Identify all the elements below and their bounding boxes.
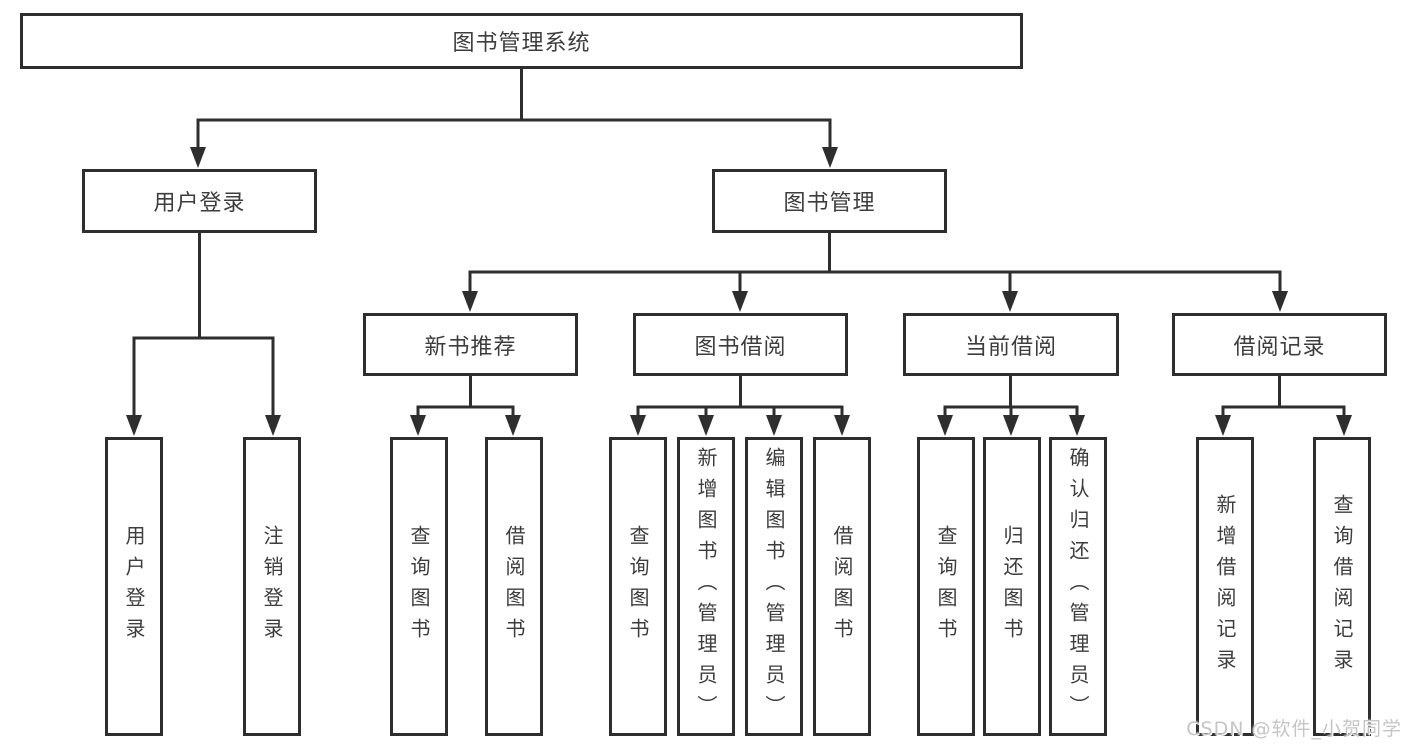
node-user-login: 用户登录	[82, 169, 317, 233]
arrowhead-down-icon	[1272, 291, 1288, 312]
arrowhead-down-icon	[1215, 415, 1231, 436]
edge-level3-bus	[468, 270, 1282, 293]
arrowhead-down-icon	[937, 415, 953, 436]
edge-level2-bus	[196, 118, 832, 149]
leaf-label: 借阅图书	[502, 524, 526, 649]
leaf-label: 归还图书	[1000, 524, 1024, 649]
leaf-label: 查询图书	[934, 524, 958, 649]
arrowhead-down-icon	[126, 415, 142, 436]
edge-newbook-bus	[416, 405, 515, 417]
arrowhead-down-icon	[190, 147, 206, 168]
leaf-query-book: 查询图书	[609, 437, 667, 736]
node-current-borrow: 当前借阅	[903, 313, 1119, 376]
node-book-borrow: 图书借阅	[633, 313, 848, 376]
node-root-library-system: 图书管理系统	[20, 13, 1023, 69]
node-label: 新书推荐	[424, 334, 517, 360]
leaf-confirm-return-admin: 确认归还（管理员）	[1049, 437, 1107, 736]
leaf-add-book-admin: 新增图书（管理员）	[677, 437, 735, 736]
leaf-edit-book-admin: 编辑图书（管理员）	[745, 437, 803, 736]
leaf-label: 查询图书	[407, 524, 431, 649]
leaf-label: 注销登录	[260, 524, 284, 649]
node-label: 图书借阅	[694, 334, 787, 360]
node-label: 当前借阅	[964, 334, 1057, 360]
leaf-label: 借阅图书	[830, 524, 854, 649]
edge-user-login-bus	[132, 336, 275, 417]
arrowhead-down-icon	[630, 415, 646, 436]
arrowhead-down-icon	[1003, 415, 1019, 436]
leaf-label: 新增图书（管理员）	[694, 447, 718, 726]
node-borrow-records: 借阅记录	[1172, 313, 1387, 376]
leaf-logout: 注销登录	[243, 437, 301, 736]
csdn-watermark: CSDN @软件_小贺同学	[1186, 718, 1402, 740]
edge-records-bus	[1221, 405, 1346, 417]
leaf-label: 查询借阅记录	[1330, 493, 1354, 680]
leaf-label: 查询图书	[626, 524, 650, 649]
arrowhead-down-icon	[1002, 291, 1018, 312]
node-label: 借阅记录	[1233, 334, 1326, 360]
arrowhead-down-icon	[822, 147, 838, 168]
leaf-borrow-book: 借阅图书	[485, 437, 543, 736]
node-label: 用户登录	[153, 191, 246, 216]
leaf-label: 编辑图书（管理员）	[762, 447, 786, 726]
leaf-label: 确认归还（管理员）	[1066, 447, 1090, 726]
node-new-book-recommend: 新书推荐	[363, 313, 578, 376]
arrowhead-down-icon	[410, 415, 426, 436]
arrowhead-down-icon	[1069, 415, 1085, 436]
leaf-user-login: 用户登录	[105, 437, 163, 736]
leaf-return-book: 归还图书	[983, 437, 1041, 736]
leaf-query-book: 查询图书	[917, 437, 975, 736]
leaf-label: 新增借阅记录	[1213, 493, 1237, 680]
node-book-management: 图书管理	[712, 169, 947, 233]
arrowhead-down-icon	[462, 291, 478, 312]
edge-borrow-bus	[636, 405, 844, 417]
arrowhead-down-icon	[698, 415, 714, 436]
node-label: 图书管理系统	[452, 31, 591, 56]
arrowhead-down-icon	[1336, 415, 1352, 436]
arrowhead-down-icon	[265, 415, 281, 436]
node-label: 图书管理	[783, 191, 876, 216]
leaf-add-borrow-record: 新增借阅记录	[1196, 437, 1254, 736]
leaf-borrow-book: 借阅图书	[813, 437, 871, 736]
arrowhead-down-icon	[834, 415, 850, 436]
leaf-query-borrow-record: 查询借阅记录	[1313, 437, 1371, 736]
leaf-label: 用户登录	[122, 524, 146, 649]
arrowhead-down-icon	[766, 415, 782, 436]
arrowhead-down-icon	[505, 415, 521, 436]
arrowhead-down-icon	[732, 291, 748, 312]
leaf-query-book: 查询图书	[390, 437, 448, 736]
